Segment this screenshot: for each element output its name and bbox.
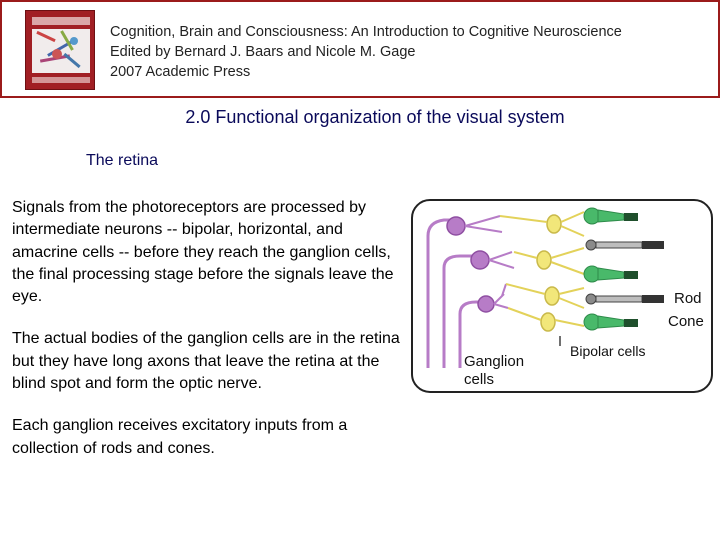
paragraph-ganglion-axons: The actual bodies of the ganglion cells … bbox=[12, 330, 400, 393]
paragraph-ganglion-inputs: Each ganglion receives excitatory inputs… bbox=[12, 417, 348, 457]
paragraph-photoreceptors: Signals from the photoreceptors are proc… bbox=[12, 199, 394, 306]
book-title: Cognition, Brain and Consciousness: An I… bbox=[110, 24, 622, 40]
book-publisher: 2007 Academic Press bbox=[110, 64, 251, 80]
ganglion-cell-body bbox=[470, 250, 490, 270]
bipolar-cells bbox=[536, 214, 562, 332]
body-text: Signals from the photoreceptors are proc… bbox=[12, 197, 412, 480]
ganglion-cells bbox=[426, 218, 484, 368]
cone-label: Cone bbox=[668, 313, 704, 330]
retina-cells-diagram: Rod Cone Bipolar cells Ganglion cells bbox=[411, 199, 713, 393]
ganglion-cell-body bbox=[446, 216, 466, 236]
section-subheading: The retina bbox=[86, 152, 159, 169]
bipolar-cells-label: Bipolar cells bbox=[570, 343, 645, 359]
reference-text: Cognition, Brain and Consciousness: An I… bbox=[110, 22, 622, 82]
cone-cells bbox=[583, 207, 638, 331]
book-editors: Edited by Bernard J. Baars and Nicole M.… bbox=[110, 44, 416, 60]
rod-label: Rod bbox=[674, 290, 702, 307]
slide-title: 2.0 Functional organization of the visua… bbox=[185, 107, 565, 127]
book-cover-image bbox=[25, 10, 95, 90]
ganglion-label-line1: Ganglion bbox=[464, 353, 524, 370]
book-reference-header: Cognition, Brain and Consciousness: An I… bbox=[0, 0, 720, 98]
ganglion-label-line2: cells bbox=[464, 371, 494, 388]
rod-cells bbox=[585, 239, 664, 305]
ganglion-cell-body bbox=[477, 295, 495, 313]
